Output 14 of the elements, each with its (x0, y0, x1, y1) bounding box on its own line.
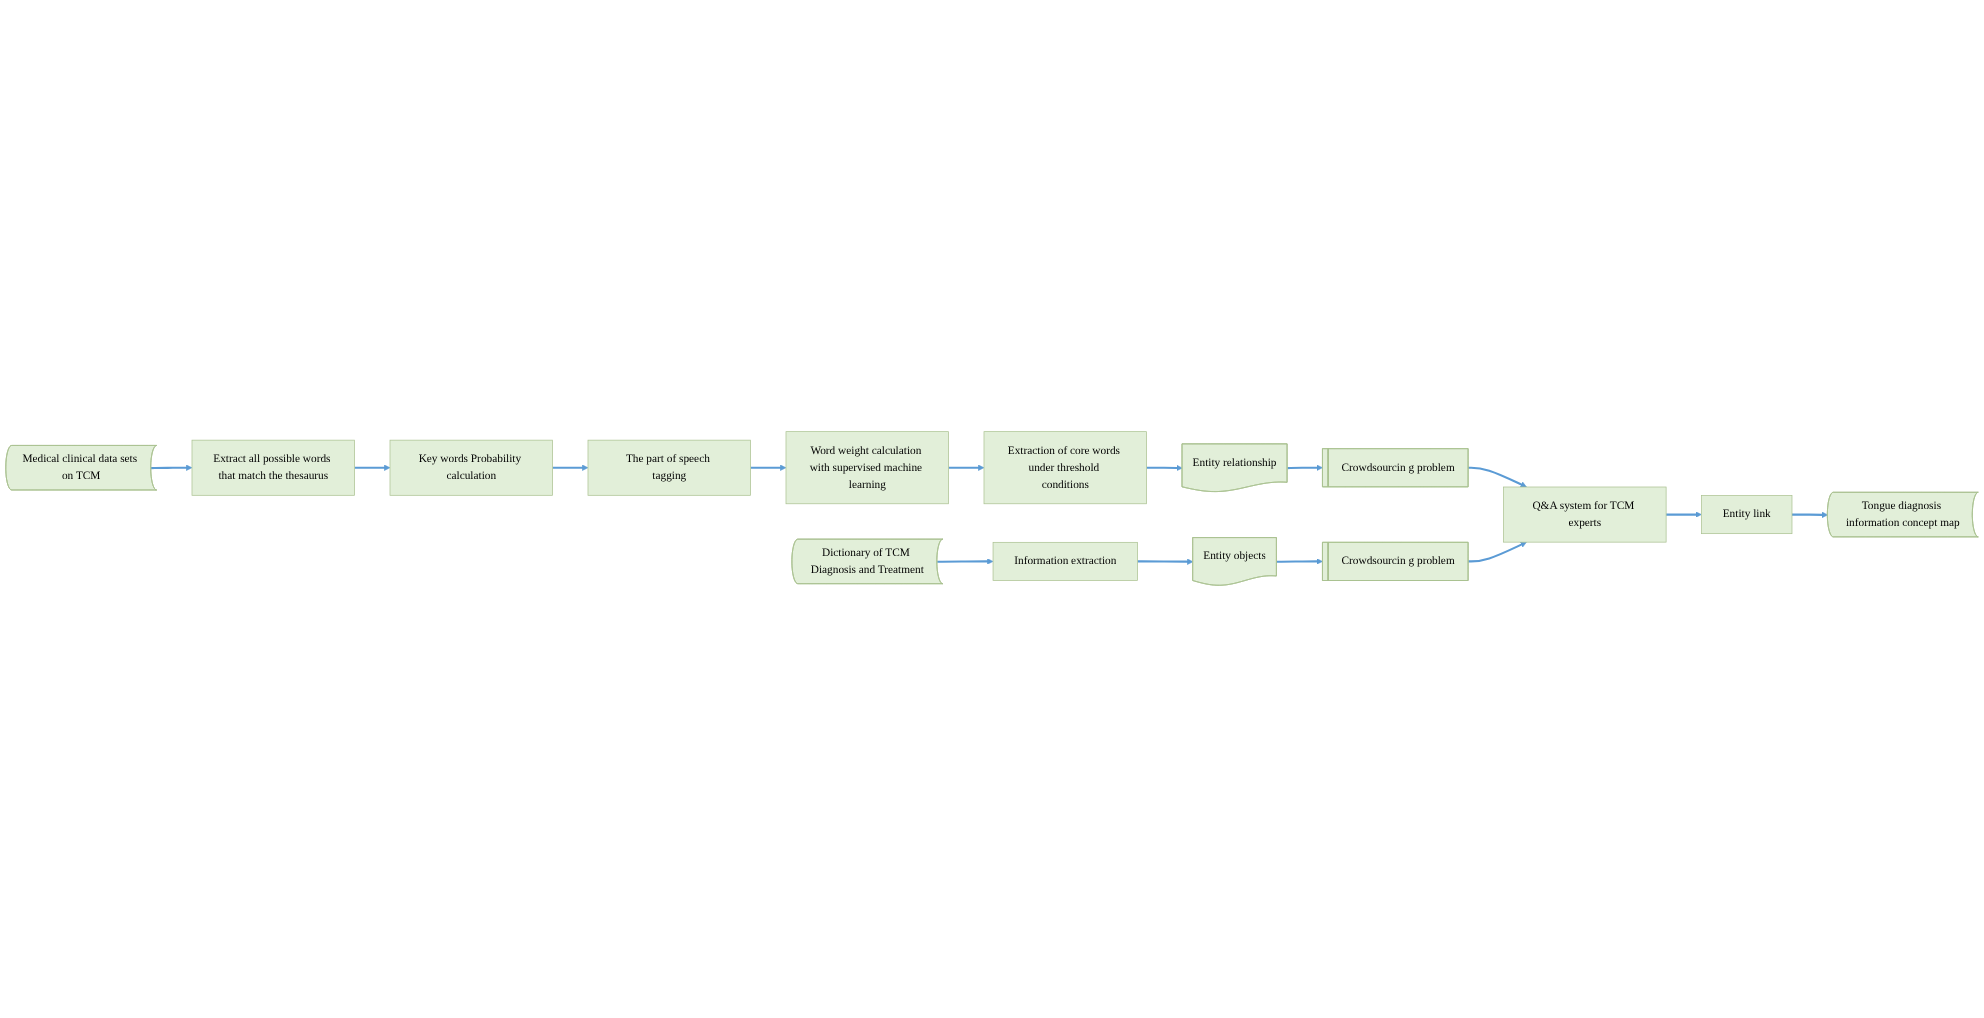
arrow (1287, 465, 1323, 472)
arrow (1468, 467, 1527, 488)
arrow (937, 558, 994, 566)
arrow (151, 465, 193, 472)
arrow (1276, 558, 1323, 566)
arrow (1792, 512, 1828, 519)
arrow (750, 465, 787, 472)
arrow (1137, 559, 1194, 566)
arrow (354, 465, 391, 472)
arrow (1146, 465, 1183, 472)
arrow (948, 465, 985, 472)
arrow (552, 465, 589, 472)
arrow (1468, 542, 1527, 563)
arrow (1666, 512, 1702, 519)
